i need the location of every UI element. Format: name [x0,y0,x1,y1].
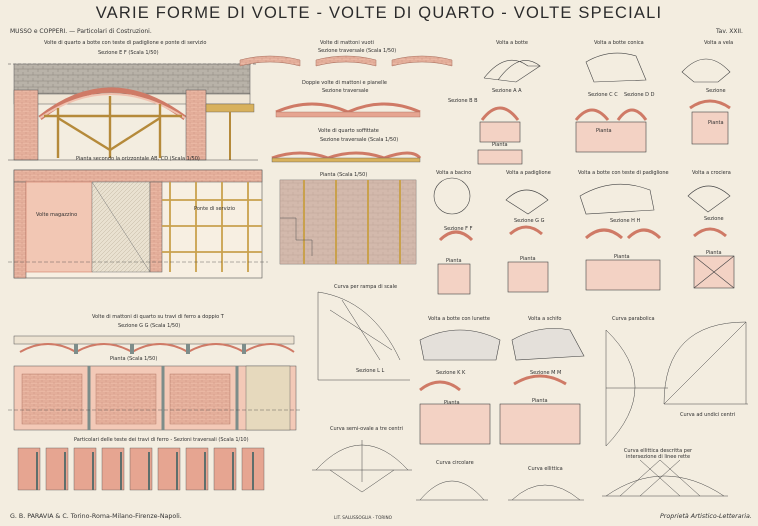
label-travi-ferro: Volte di mattoni di quarto su travi di f… [92,314,224,320]
footer-printer: LIT. SALUSSOGLIA - TORINO [334,515,392,520]
label-pianta-bacino: Pianta [446,258,462,264]
label-volta-vela: Volta a vela [704,40,734,46]
label-sezione-ef: Sezione E F (Scala 1/50) [98,50,159,56]
label-quarto-botte: Volte di quarto a botte con teste di pad… [44,40,207,46]
plan-gg-drawing [8,365,300,431]
label-pianta-conica: Pianta [596,128,612,134]
cross-vault-drawing [687,185,735,289]
label-curva-circolare: Curva circolare [436,460,474,466]
circular-curve-drawing [416,480,488,501]
label-botte-lunette: Volta a botte con lunette [428,316,490,322]
label-sezione-bb: Sezione B B [448,98,478,104]
schifo-vault-drawing [499,328,585,445]
label-sezione-mm: Sezione M M [530,370,562,376]
label-sezione-kk: Sezione K K [436,370,466,376]
label-sezione-cc: Sezione C C [588,92,618,98]
plan-middle-drawing [279,179,417,265]
label-volte-vuoti: Volte di mattoni vuoti [320,40,374,46]
section-ef-drawing [8,63,258,161]
elliptic-lines-drawing [602,459,728,497]
label-sezione-hh: Sezione H H [610,218,641,224]
label-sezione-aa: Sezione A A [492,88,522,94]
label-ponte-servizio: Ponte di servizio [194,206,236,212]
hollow-brick-vaults [239,55,453,67]
label-pianta-padiglione: Pianta [520,256,536,262]
label-botte-conica: Volta a botte conica [594,40,644,46]
bowl-vault-drawing [433,177,474,295]
plan-ab-cd-drawing [8,169,268,279]
label-volte-magazzino: Volte magazzino [36,212,78,218]
sail-vault-drawing [681,58,731,145]
label-pianta-scala-2: Pianta (Scala 1/50) [110,356,158,362]
label-curva-semiovale: Curva semi-ovale a tre centri [330,426,403,432]
plate-title: VARIE FORME DI VOLTE - VOLTE DI QUARTO -… [95,4,663,22]
footer-rights: Proprietà Artistico-Letteraria. [660,513,752,520]
label-quarto-soffittate: Volte di quarto soffittate [318,128,379,134]
label-curva-ellittica: Curva ellittica [528,466,563,472]
author-line: MUSSO e COPPERI. — Particolari di Costru… [10,28,152,35]
label-volta-botte: Volta a botte [496,40,528,46]
ceiling-vaults [271,151,422,163]
label-pianta-ab-cd: Pianta secondo la orizzontale AB, CD (Sc… [76,156,200,162]
label-pianta-schifo: Pianta [532,398,548,404]
label-sezione-dd: Sezione D D [624,92,655,98]
label-sezione-gg2: Sezione G G [514,218,545,224]
footer-publisher: G. B. PARAVIA & C. Torino-Roma-Milano-Fi… [10,513,182,520]
barrel-pavilion-drawing [579,183,662,291]
cloister-vault-drawing [505,189,549,293]
label-pianta-botte: Pianta [492,142,508,148]
label-pianta-botte-padiglione: Pianta [614,254,630,260]
label-volta-padiglione: Volta a padiglione [506,170,551,176]
label-pianta-lunette: Pianta [444,400,460,406]
beam-heads-drawing [17,447,265,491]
label-curva-ellittica-descr: Curva ellittica descritta per intersezio… [623,448,693,460]
label-doppie-volte: Doppie volte di mattoni e pianelle [302,80,387,86]
label-pianta-crociera: Pianta [706,250,722,256]
label-curva-rampa: Curva per rampa di scale [334,284,398,290]
label-volta-bacino: Volta a bacino [436,170,472,176]
section-gg-drawing [13,335,295,354]
stair-curve-drawing [317,291,410,381]
label-sezione-gg: Sezione G G (Scala 1/50) [118,323,181,329]
double-vaults [275,102,421,118]
label-curva-parabolica: Curva parabolica [612,316,655,322]
label-sezione-ff: Sezione F F [444,226,473,232]
label-curva-undici: Curva ad undici centri [680,412,736,418]
label-sezione-ll: Sezione L L [356,368,385,374]
label-volta-schifo: Volta a schifo [528,316,562,322]
label-volta-crociera: Volta a crociera [692,170,731,176]
parabolic-curve-drawing [605,329,668,447]
label-particolari-teste: Particolari delle teste dei travi di fer… [74,437,249,443]
label-sez-trasv-2: Sezione traversale [322,88,369,94]
semioval-curve-drawing [312,440,412,493]
elliptic-curve-drawing [508,484,584,501]
plate-number: Tav. XXII. [716,28,743,35]
label-sezione-vela: Sezione [706,88,726,94]
eleven-center-curve-drawing [663,321,748,405]
barrel-vault-drawing [477,59,541,165]
lunette-vault-drawing [419,329,501,445]
label-botte-padiglione: Volta a botte con teste di padiglione [578,170,669,176]
label-sez-trasv-3: Sezione traversale (Scala 1/50) [320,137,399,143]
label-sezione-crociera: Sezione [704,216,724,222]
label-sez-trasv-1: Sezione traversale (Scala 1/50) [318,48,397,54]
label-pianta-scala-1: Pianta (Scala 1/50) [320,172,368,178]
conic-vault-drawing [574,52,648,153]
label-pianta-vela: Pianta [708,120,724,126]
